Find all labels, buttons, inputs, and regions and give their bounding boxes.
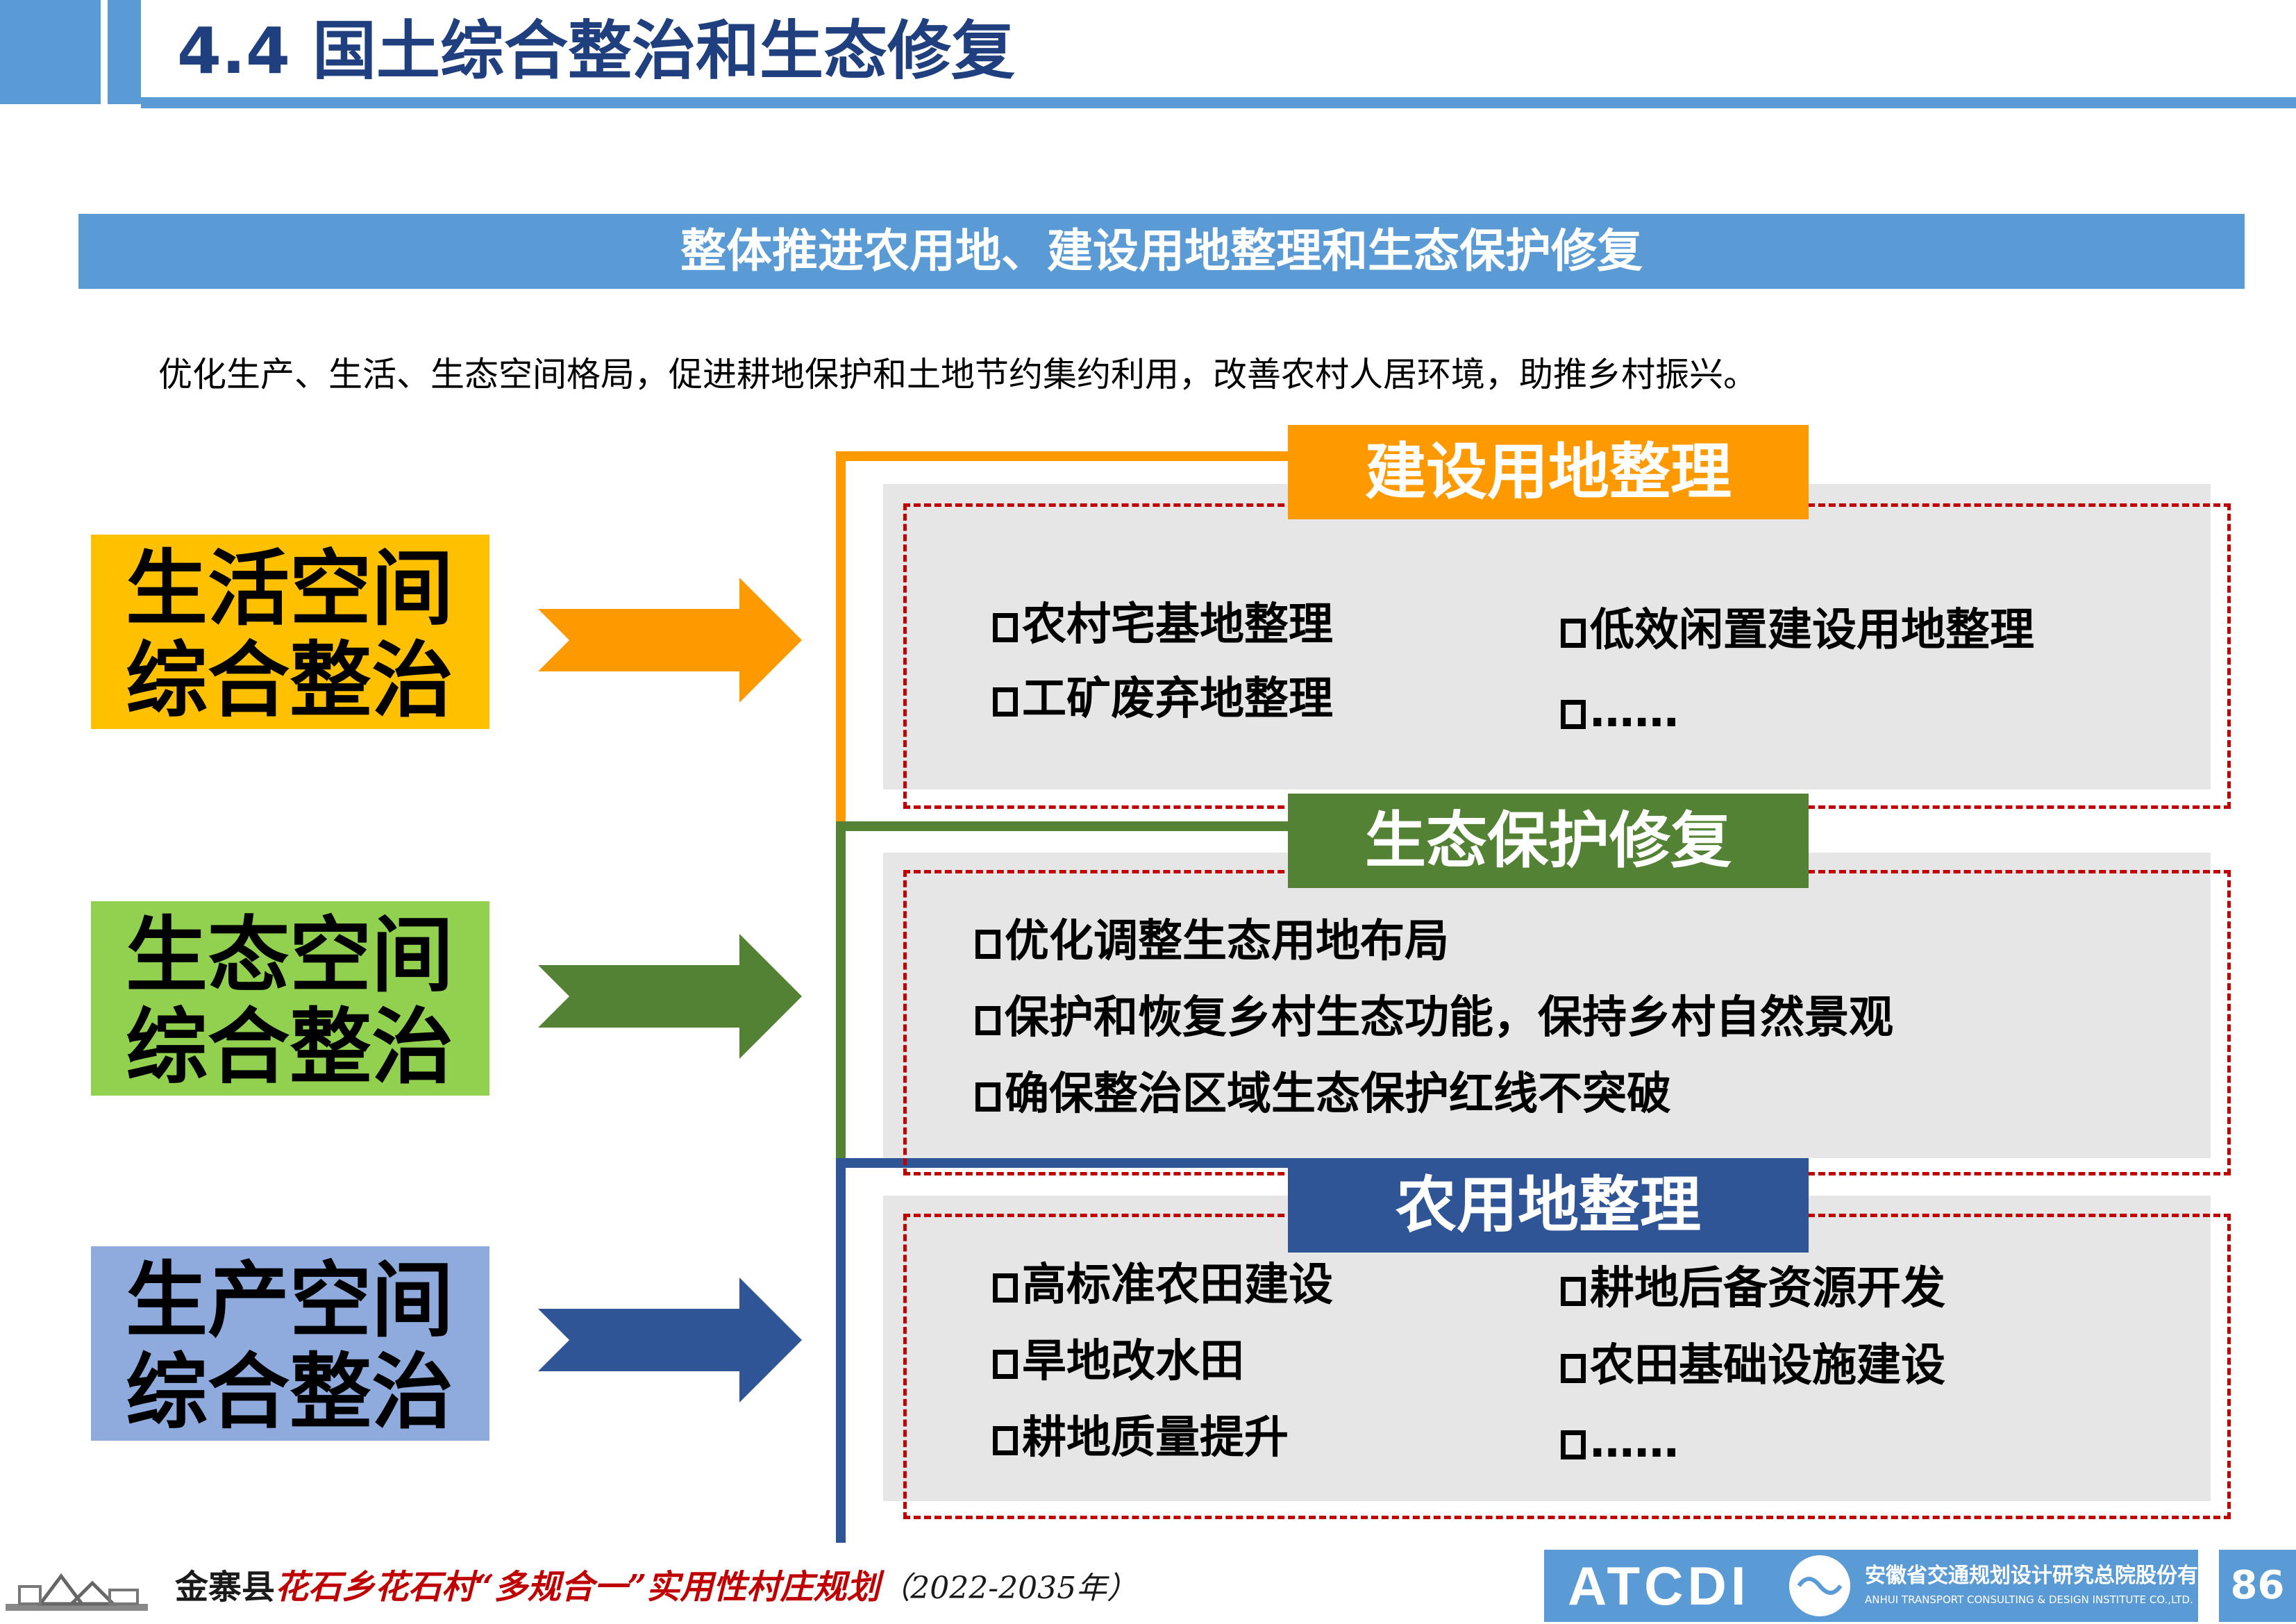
intro-text: 优化生产、生活、生态空间格局，促进耕地保护和土地节约集约利用，改善农村人居环境，… <box>158 355 1758 394</box>
living-space-line1: 生活空间 <box>126 541 454 637</box>
construction-panel <box>883 484 2211 789</box>
checkbox-icon <box>975 1006 1000 1035</box>
checkbox-icon <box>1561 1430 1586 1459</box>
arrow-right-icon <box>538 934 802 1059</box>
footer-plan-name: 花石乡花石村“多规合一”实用性村庄规划 <box>275 1568 880 1607</box>
company-logo-bar <box>1544 1550 2198 1622</box>
page-number: 86 <box>2219 1550 2296 1622</box>
arrow-right-icon <box>538 1278 802 1403</box>
list-item: 旱地改水田 <box>993 1334 1244 1389</box>
ecological-space-line2: 综合整治 <box>126 999 454 1095</box>
production-space-line1: 生产空间 <box>126 1253 454 1348</box>
company-name-en: ANHUI TRANSPORT CONSULTING & DESIGN INST… <box>1865 1593 2193 1606</box>
list-item: 农田基础设施建设 <box>1561 1338 1945 1393</box>
production-space-box: 生产空间 综合整治 <box>91 1246 489 1441</box>
checkbox-icon <box>1561 700 1586 729</box>
footer-county: 金寨县 <box>175 1568 276 1607</box>
list-item: 高标准农田建设 <box>993 1257 1333 1313</box>
living-space-box: 生活空间 综合整治 <box>91 535 489 729</box>
checkbox-icon <box>993 1350 1018 1379</box>
page-title: 4.4 国土综合整治和生态修复 <box>177 14 1016 88</box>
ecological-space-line1: 生态空间 <box>126 907 454 1003</box>
construction-title: 建设用地整理 <box>1288 425 1809 519</box>
ecological-bracket <box>836 821 1318 1164</box>
header-accent-block <box>0 0 101 104</box>
list-item: 保护和恢复乡村生态功能，保持乡村自然景观 <box>975 990 1893 1046</box>
checkbox-icon <box>993 687 1018 717</box>
section-banner: 整体推进农用地、建设用地整理和生态保护修复 <box>78 214 2245 289</box>
ecological-space-box: 生态空间 综合整治 <box>91 901 489 1096</box>
list-item: 耕地质量提升 <box>993 1410 1289 1466</box>
checkbox-icon <box>1561 1277 1586 1306</box>
production-space-line2: 综合整治 <box>126 1344 454 1440</box>
list-item: …… <box>1561 1414 1679 1470</box>
checkbox-icon <box>993 1273 1018 1303</box>
village-sketch-icon <box>6 1573 148 1611</box>
construction-bracket <box>836 451 1318 829</box>
list-item: 农村宅基地整理 <box>993 597 1333 653</box>
company-name-cn: 安徽省交通规划设计研究总院股份有限公司 <box>1865 1564 2261 1588</box>
checkbox-icon <box>1561 1354 1586 1383</box>
checkbox-icon <box>993 613 1018 642</box>
checkbox-icon <box>975 1082 1000 1112</box>
ecological-panel <box>883 853 2211 1158</box>
arrow-right-icon <box>538 578 802 703</box>
list-item: 确保整治区域生态保护红线不突破 <box>975 1066 1671 1122</box>
company-logo-text: ATCDI <box>1568 1555 1750 1616</box>
list-item: 低效闲置建设用地整理 <box>1561 603 2034 658</box>
wave-icon <box>1797 1577 1843 1595</box>
farmland-title: 农用地整理 <box>1288 1158 1809 1253</box>
checkbox-icon <box>975 930 1000 959</box>
footer-years: （2022-2035年） <box>880 1571 1138 1606</box>
list-item: 优化调整生态用地布局 <box>975 914 1449 969</box>
footer-plan-title: 金寨县花石乡花石村“多规合一”实用性村庄规划（2022-2035年） <box>175 1559 1137 1616</box>
checkbox-icon <box>993 1426 1018 1455</box>
list-item: 工矿废弃地整理 <box>993 671 1333 727</box>
list-item: …… <box>1561 684 1679 739</box>
farmland-bracket <box>836 1158 1318 1543</box>
header-underline <box>141 97 2296 108</box>
list-item: 耕地后备资源开发 <box>1561 1261 1945 1316</box>
checkbox-icon <box>1561 619 1586 648</box>
company-logo-icon <box>1789 1555 1850 1616</box>
ecological-title: 生态保护修复 <box>1288 794 1809 888</box>
header-accent-stripe <box>108 0 141 104</box>
living-space-line2: 综合整治 <box>126 633 454 728</box>
